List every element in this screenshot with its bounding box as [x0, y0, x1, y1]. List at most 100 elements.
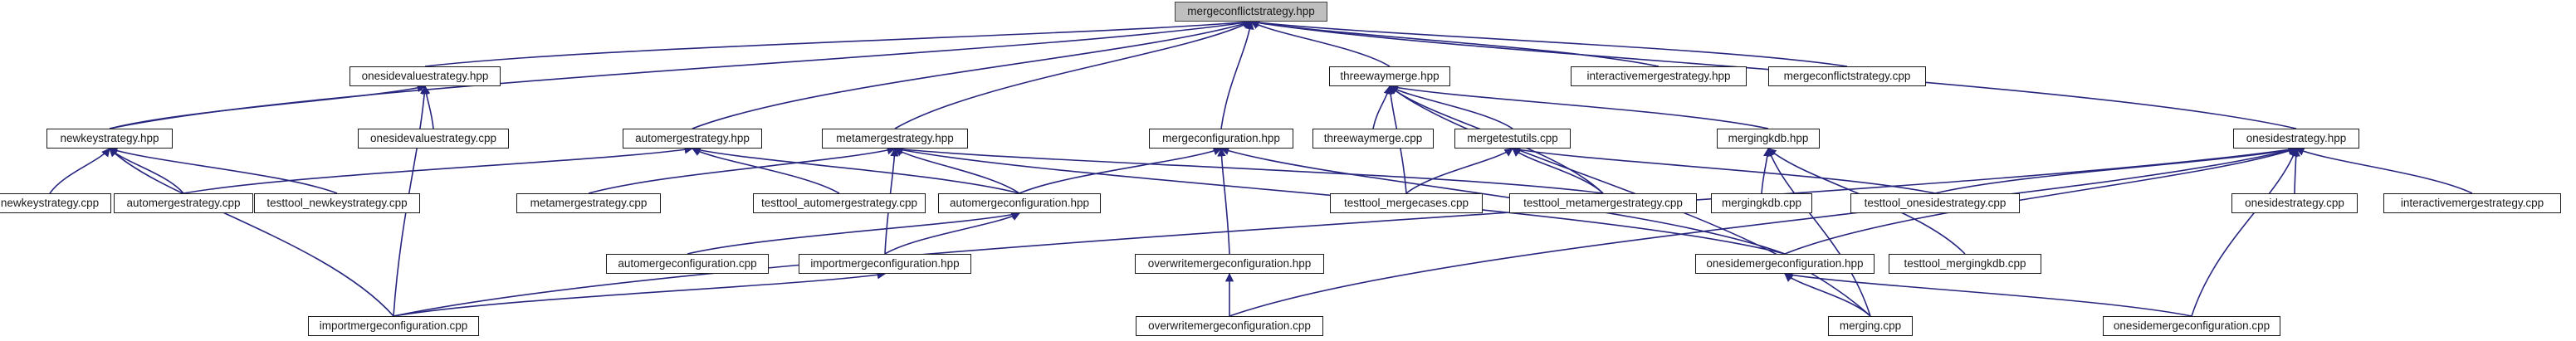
graph-node-overwritemergeconfiguration-hpp[interactable]: overwritemergeconfiguration.hpp	[1135, 254, 1324, 274]
graph-node-label: mergetestutils.cpp	[1467, 132, 1558, 145]
graph-node-label: onesidevaluestrategy.cpp	[369, 132, 497, 145]
graph-node-importmergeconfiguration-hpp[interactable]: importmergeconfiguration.hpp	[799, 254, 971, 274]
graph-edge	[1784, 273, 1871, 317]
graph-node-onesidestrategy-cpp[interactable]: onesidestrategy.cpp	[2231, 193, 2358, 213]
graph-edge	[1512, 148, 1604, 194]
graph-edge	[894, 21, 1252, 129]
graph-edge	[1220, 146, 1786, 255]
graph-node-mergeconflictstrategy-cpp[interactable]: mergeconflictstrategy.cpp	[1768, 66, 1926, 86]
graph-node-automergestrategy-hpp[interactable]: automergestrategy.hpp	[623, 129, 762, 149]
graph-edge	[183, 145, 694, 194]
graph-node-label: mergeconflictstrategy.hpp	[1187, 5, 1315, 18]
graph-node-testtool-automergestrategy-cpp[interactable]: testtool_automergestrategy.cpp	[753, 193, 926, 213]
graph-node-label: mergeconfiguration.hpp	[1162, 132, 1280, 145]
graph-node-mergetestutils-cpp[interactable]: mergetestutils.cpp	[1454, 129, 1571, 149]
graph-node-mergingkdb-cpp[interactable]: mergingkdb.cpp	[1711, 193, 1812, 213]
graph-edge	[109, 83, 427, 129]
graph-edge	[421, 85, 434, 129]
graph-node-threewaymerge-hpp[interactable]: threewaymerge.hpp	[1329, 66, 1450, 86]
graph-node-automergeconfiguration-hpp[interactable]: automergeconfiguration.hpp	[938, 193, 1101, 213]
graph-node-label: automergestrategy.cpp	[126, 197, 241, 210]
graph-node-label: importmergeconfiguration.cpp	[319, 319, 468, 333]
graph-node-label: interactivemergestrategy.cpp	[2400, 197, 2544, 210]
graph-node-newkeystrategy-cpp[interactable]: newkeystrategy.cpp	[0, 193, 111, 213]
graph-edge	[1405, 148, 1513, 194]
graph-node-label: testtool_onesidestrategy.cpp	[1864, 197, 2007, 210]
graph-node-interactivemergestrategy-hpp[interactable]: interactivemergestrategy.hpp	[1571, 66, 1747, 86]
graph-node-label: onesidestrategy.hpp	[2246, 132, 2347, 145]
graph-node-label: newkeystrategy.hpp	[60, 132, 159, 145]
graph-node-label: mergingkdb.cpp	[1721, 197, 1802, 210]
graph-edge	[1761, 147, 1772, 194]
graph-edge	[49, 148, 110, 194]
graph-node-mergingkdb-hpp[interactable]: mergingkdb.hpp	[1717, 129, 1820, 149]
graph-node-testtool-onesidestrategy-cpp[interactable]: testtool_onesidestrategy.cpp	[1850, 193, 2020, 213]
graph-node-label: mergeconflictstrategy.cpp	[1783, 70, 1911, 83]
graph-node-label: testtool_metamergestrategy.cpp	[1523, 197, 1683, 210]
graph-edge	[1372, 85, 1392, 129]
graph-node-mergeconflictstrategy-hpp[interactable]: mergeconflictstrategy.hpp	[1175, 2, 1327, 22]
graph-node-mergeconfiguration-hpp[interactable]: mergeconfiguration.hpp	[1149, 129, 1293, 149]
graph-node-testtool-metamergestrategy-cpp[interactable]: testtool_metamergestrategy.cpp	[1509, 193, 1697, 213]
graph-edge	[1250, 21, 1391, 67]
graph-edge	[2295, 147, 2473, 194]
graph-node-label: testtool_automergestrategy.cpp	[760, 197, 918, 210]
graph-node-label: testtool_mergingkdb.cpp	[1904, 257, 2026, 270]
graph-edge	[393, 270, 887, 317]
graph-edge	[1783, 270, 2192, 317]
graph-edge	[1389, 85, 1513, 129]
graph-edge	[1217, 147, 1230, 255]
graph-node-label: overwritemergeconfiguration.hpp	[1147, 257, 1312, 270]
graph-node-onesidemergeconfiguration-hpp[interactable]: onesidemergeconfiguration.hpp	[1695, 254, 1875, 274]
graph-node-metamergestrategy-cpp[interactable]: metamergestrategy.cpp	[516, 193, 661, 213]
graph-node-label: testtool_newkeystrategy.cpp	[266, 197, 408, 210]
graph-edge	[893, 144, 1604, 194]
graph-node-label: metamergestrategy.hpp	[836, 132, 954, 145]
graph-node-overwritemergeconfiguration-cpp[interactable]: overwritemergeconfiguration.cpp	[1136, 316, 1323, 336]
graph-edge	[1019, 147, 1222, 194]
graph-edge	[692, 19, 1252, 129]
graph-node-testtool-mergecases-cpp[interactable]: testtool_mergecases.cpp	[1330, 193, 1483, 213]
graph-node-label: merging.cpp	[1839, 319, 1902, 333]
graph-node-interactivemergestrategy-cpp[interactable]: interactivemergestrategy.cpp	[2383, 193, 2561, 213]
graph-node-testtool-mergingkdb-cpp[interactable]: testtool_mergingkdb.cpp	[1889, 254, 2041, 274]
graph-node-newkeystrategy-hpp[interactable]: newkeystrategy.hpp	[46, 129, 173, 149]
graph-node-label: threewaymerge.cpp	[1323, 132, 1423, 145]
graph-node-onesidevaluestrategy-cpp[interactable]: onesidevaluestrategy.cpp	[358, 129, 509, 149]
graph-edge	[109, 146, 338, 194]
graph-node-onesidemergeconfiguration-cpp[interactable]: onesidemergeconfiguration.cpp	[2103, 316, 2280, 336]
graph-node-label: automergestrategy.hpp	[635, 132, 750, 145]
graph-edge	[2291, 147, 2300, 194]
graph-node-merging-cpp[interactable]: merging.cpp	[1828, 316, 1913, 336]
graph-node-importmergeconfiguration-cpp[interactable]: importmergeconfiguration.cpp	[308, 316, 479, 336]
graph-node-label: metamergestrategy.cpp	[530, 197, 648, 210]
graph-node-label: onesidemergeconfiguration.cpp	[2113, 319, 2270, 333]
graph-edge	[588, 146, 897, 194]
graph-edge	[1511, 145, 1936, 194]
graph-node-threewaymerge-cpp[interactable]: threewaymerge.cpp	[1312, 129, 1434, 149]
graph-edge	[2191, 148, 2298, 317]
graph-node-onesidestrategy-hpp[interactable]: onesidestrategy.hpp	[2233, 129, 2359, 149]
graph-node-automergestrategy-cpp[interactable]: automergestrategy.cpp	[114, 193, 253, 213]
graph-node-label: automergeconfiguration.cpp	[618, 257, 757, 270]
graph-edge	[393, 145, 2298, 317]
graph-edge	[692, 148, 840, 194]
graph-node-metamergestrategy-hpp[interactable]: metamergestrategy.hpp	[822, 129, 968, 149]
graph-edge	[884, 212, 1020, 255]
graph-edge	[109, 18, 1253, 129]
graph-node-automergeconfiguration-cpp[interactable]: automergeconfiguration.cpp	[606, 254, 769, 274]
graph-node-label: threewaymerge.hpp	[1340, 70, 1440, 83]
graph-node-label: overwritemergeconfiguration.cpp	[1148, 319, 1311, 333]
graph-node-label: newkeystrategy.cpp	[0, 197, 100, 210]
graph-edge	[1934, 145, 2298, 194]
graph-edge	[894, 148, 1020, 194]
graph-node-label: mergingkdb.hpp	[1728, 132, 1809, 145]
graph-edge	[1767, 148, 1871, 317]
graph-node-testtool-newkeystrategy-cpp[interactable]: testtool_newkeystrategy.cpp	[254, 193, 420, 213]
graph-node-onesidevaluestrategy-hpp[interactable]: onesidevaluestrategy.hpp	[349, 66, 501, 86]
graph-node-label: onesidemergeconfiguration.hpp	[1706, 257, 1864, 270]
graph-node-label: onesidestrategy.cpp	[2245, 197, 2344, 210]
graph-node-label: importmergeconfiguration.hpp	[810, 257, 960, 270]
graph-edge	[109, 148, 184, 194]
